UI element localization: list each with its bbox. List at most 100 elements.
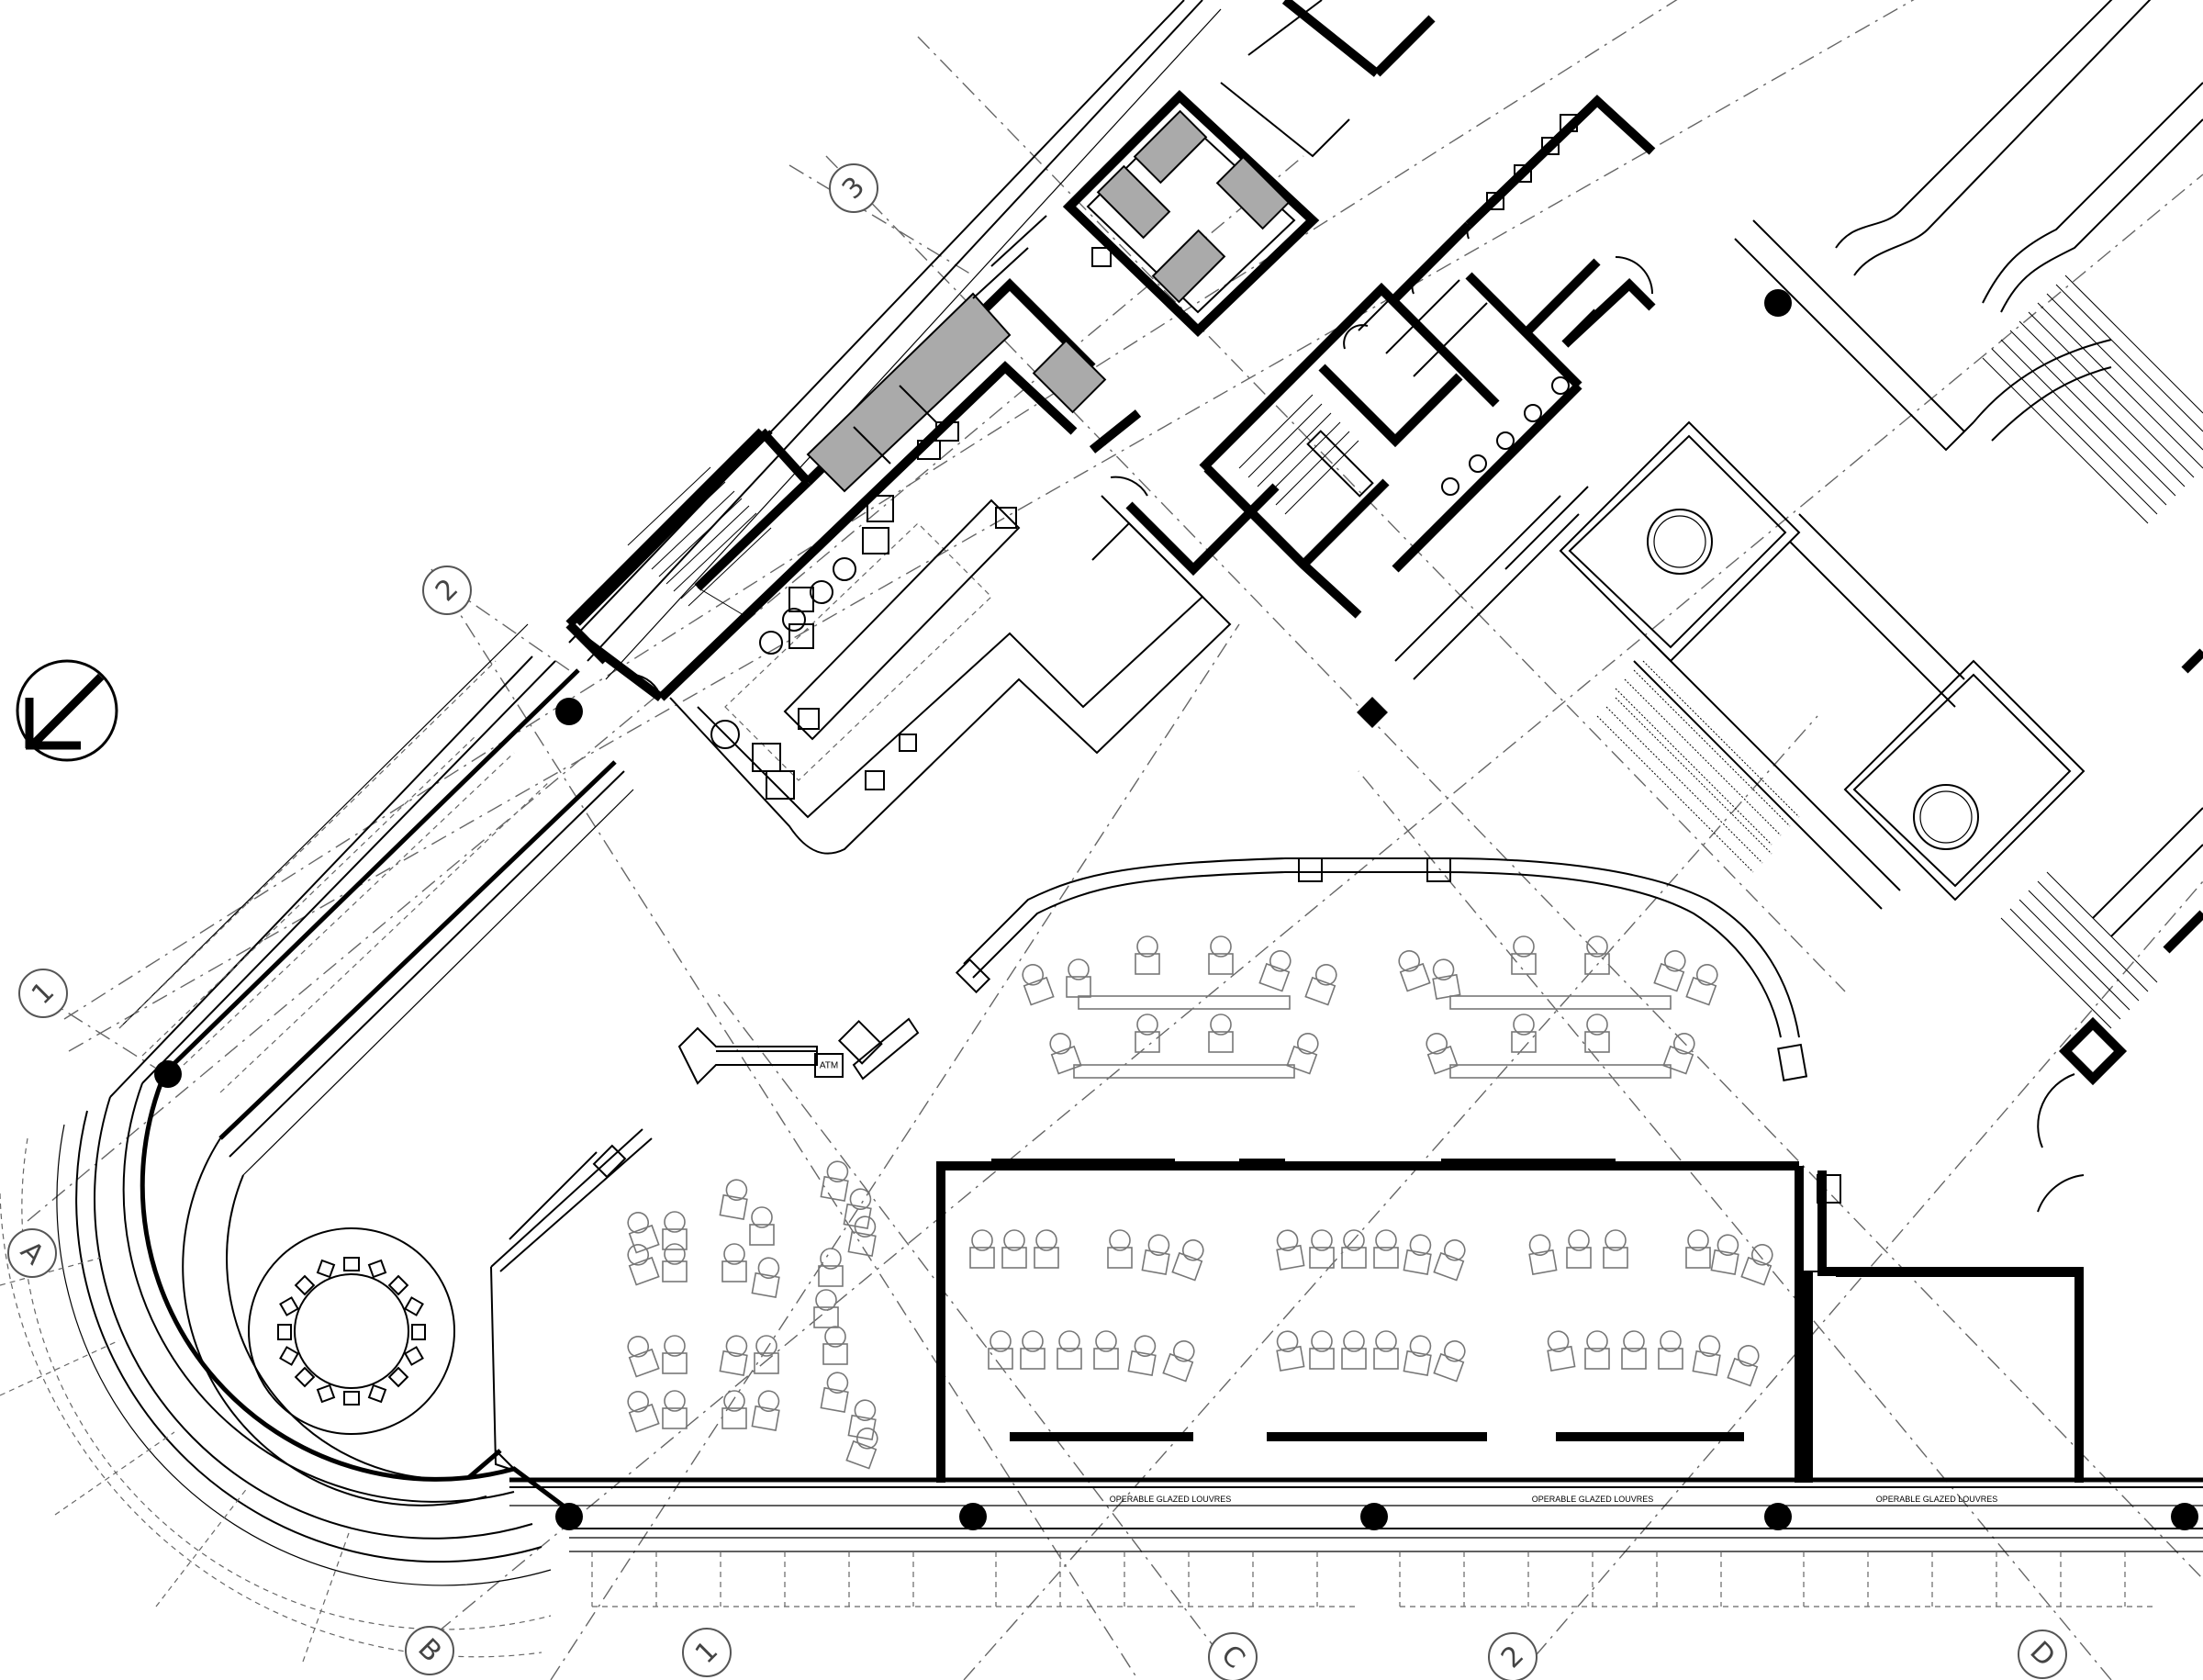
dining-chair <box>1093 1330 1119 1370</box>
dining-chair <box>1685 964 1718 1006</box>
dining-chair <box>1066 958 1091 998</box>
dining-chair <box>1276 1229 1305 1271</box>
dining-chair <box>1258 950 1292 992</box>
dining-chair <box>1511 1014 1537 1053</box>
dining-chair <box>1710 1234 1739 1275</box>
dining-chair <box>1001 1229 1027 1269</box>
dining-chair <box>847 1215 877 1257</box>
booth-table <box>1073 1064 1295 1079</box>
grid-bubble-bottom-C: C <box>1208 1632 1258 1680</box>
dining-chair <box>1740 1244 1773 1286</box>
dining-chair <box>721 1390 747 1429</box>
dining-chair <box>751 1257 780 1298</box>
dining-chair <box>751 1390 780 1431</box>
grid-lines <box>27 0 2203 1680</box>
dining-chair <box>719 1179 748 1220</box>
dining-chair <box>1020 1330 1046 1370</box>
grid-bubbles: 3 2 1 A B 1 C 2 <box>7 163 2067 1680</box>
dining-chair <box>662 1335 688 1374</box>
dining-chair <box>1658 1330 1683 1370</box>
booth-table <box>1078 995 1291 1010</box>
dining-chair <box>1171 1239 1204 1282</box>
dining-chair <box>1433 1239 1466 1282</box>
dining-chair <box>1685 1229 1711 1269</box>
dining-chair <box>820 1160 849 1202</box>
dining-chair <box>1309 1229 1335 1269</box>
round-table <box>248 1227 455 1435</box>
dining-chair <box>1433 1340 1466 1383</box>
dining-chair <box>1432 958 1461 1000</box>
dining-chair <box>662 1390 688 1429</box>
north-facade <box>565 0 1222 701</box>
dining-chair <box>662 1211 688 1250</box>
dining-chair <box>749 1206 775 1246</box>
dining-chairs <box>627 935 1773 1470</box>
grid-bubble-left-A: A <box>7 1228 57 1278</box>
grid-bubble-bottom-2: 2 <box>1488 1632 1538 1680</box>
grid-bubble-bottom-D: D <box>2018 1630 2067 1679</box>
booth-table <box>1449 1064 1672 1079</box>
booth-table <box>1449 995 1672 1010</box>
louvre-label-2: OPERABLE GLAZED LOUVRES <box>1532 1495 1654 1504</box>
dining-chair <box>1511 935 1537 975</box>
dining-chair <box>1034 1229 1059 1269</box>
dining-chair <box>1692 1335 1721 1376</box>
dining-chair <box>1584 1330 1610 1370</box>
dining-chair <box>1373 1229 1399 1269</box>
dining-chair <box>1403 1335 1432 1376</box>
dining-chair <box>1727 1345 1760 1387</box>
dining-chair <box>1135 935 1160 975</box>
dining-chair <box>988 1330 1013 1370</box>
dining-chair <box>662 1243 688 1282</box>
dining-chair <box>1653 950 1686 992</box>
dining-chair <box>1398 950 1431 992</box>
dining-chair <box>1547 1330 1576 1372</box>
dining-area: ATM <box>490 857 2203 1607</box>
dining-chair <box>1208 935 1234 975</box>
louvre-label-1: OPERABLE GLAZED LOUVRES <box>1110 1495 1232 1504</box>
dining-chair <box>847 1399 877 1440</box>
dining-chair <box>1341 1330 1367 1370</box>
dining-chair <box>719 1335 748 1376</box>
dining-chair <box>820 1372 849 1413</box>
dining-chair <box>1141 1234 1170 1275</box>
dining-chair <box>1584 935 1610 975</box>
grid-bubble-top-3: 3 <box>829 163 878 213</box>
dining-chair <box>627 1336 660 1378</box>
atm-label: ATM <box>820 1061 838 1071</box>
dining-chair <box>1135 1014 1160 1053</box>
dining-chair <box>1341 1229 1367 1269</box>
dining-chair <box>969 1229 995 1269</box>
dining-chair <box>1528 1234 1558 1275</box>
grid-bubble-bottom-1: 1 <box>682 1628 732 1677</box>
dining-chair <box>627 1212 660 1254</box>
grid-bubble-left-B: B <box>405 1626 454 1675</box>
dining-chair <box>754 1335 779 1374</box>
dining-chair <box>1309 1330 1335 1370</box>
dining-chair <box>1304 964 1337 1006</box>
dining-chair <box>1584 1014 1610 1053</box>
toilet-core <box>1199 95 1656 619</box>
escalator-atrium <box>1394 0 2203 1213</box>
dining-chair <box>627 1244 660 1286</box>
dining-chair <box>1127 1335 1157 1376</box>
grid-bubble-top-2: 2 <box>422 566 472 615</box>
louvre-label-3: OPERABLE GLAZED LOUVRES <box>1876 1495 1998 1504</box>
dining-chair <box>1373 1330 1399 1370</box>
dining-chair <box>1426 1033 1459 1075</box>
dining-chair <box>721 1243 747 1282</box>
grid-bubble-top-1: 1 <box>18 969 68 1018</box>
dining-chair <box>843 1188 872 1229</box>
dining-chair <box>1621 1330 1647 1370</box>
dining-chair <box>845 1428 878 1470</box>
dining-chair <box>1566 1229 1592 1269</box>
dining-chair <box>1107 1229 1133 1269</box>
dining-chair <box>813 1289 839 1328</box>
dining-chair <box>1286 1033 1319 1075</box>
dining-chair <box>1049 1033 1082 1075</box>
dining-chair <box>1403 1234 1432 1275</box>
dining-chair <box>1603 1229 1628 1269</box>
dining-chair <box>627 1391 660 1433</box>
columns <box>154 289 2198 1530</box>
